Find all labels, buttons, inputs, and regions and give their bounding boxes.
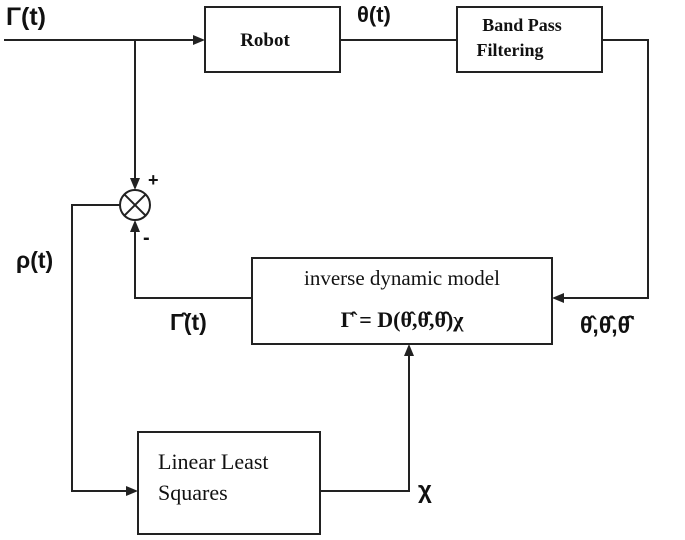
arrowhead-model-right: [552, 293, 564, 303]
robot-label: Robot: [240, 30, 290, 51]
inverse-model-title: inverse dynamic model: [304, 266, 500, 290]
band-pass-label-line1: Band Pass: [482, 15, 562, 35]
junction-plus-sign: +: [148, 170, 159, 190]
least-squares-label-line1: Linear Least: [158, 449, 269, 474]
band-pass-block: [456, 6, 603, 73]
wire-junction-to-least-squares: [71, 204, 126, 492]
signal-parameters: χ: [418, 477, 432, 504]
signal-estimated-torque: Γ̂(t): [170, 309, 207, 335]
signal-input-torque: Γ(t): [6, 3, 46, 31]
arrowhead-least-squares: [126, 486, 138, 496]
inverse-dynamic-model-block: [251, 257, 553, 345]
robot-block: [204, 6, 341, 73]
wire-filter-to-model: [564, 39, 649, 299]
arrowhead-robot: [193, 35, 205, 45]
arrowhead-junction-top: [130, 178, 140, 190]
junction-minus-sign: -: [143, 227, 150, 249]
wire-least-squares-to-model: [320, 356, 410, 492]
band-pass-label-line2: Filtering: [477, 40, 544, 60]
least-squares-label-line2: Squares: [158, 480, 228, 505]
signal-joint-angle: θ(t): [357, 2, 391, 27]
linear-least-squares-block: [137, 431, 321, 535]
inverse-model-equation: Γ̂ = D(θ̂,θ̂̇,θ̂̈)χ: [341, 307, 465, 332]
wire-model-to-junction: [134, 232, 252, 299]
signal-error: ρ(t): [16, 247, 53, 273]
summing-junction-cross-2: [123, 193, 147, 217]
signal-filtered-states: θ̂,θ̂̇,θ̂̈: [580, 312, 635, 338]
arrowhead-model-bottom: [404, 344, 414, 356]
arrowhead-junction-bottom: [130, 220, 140, 232]
